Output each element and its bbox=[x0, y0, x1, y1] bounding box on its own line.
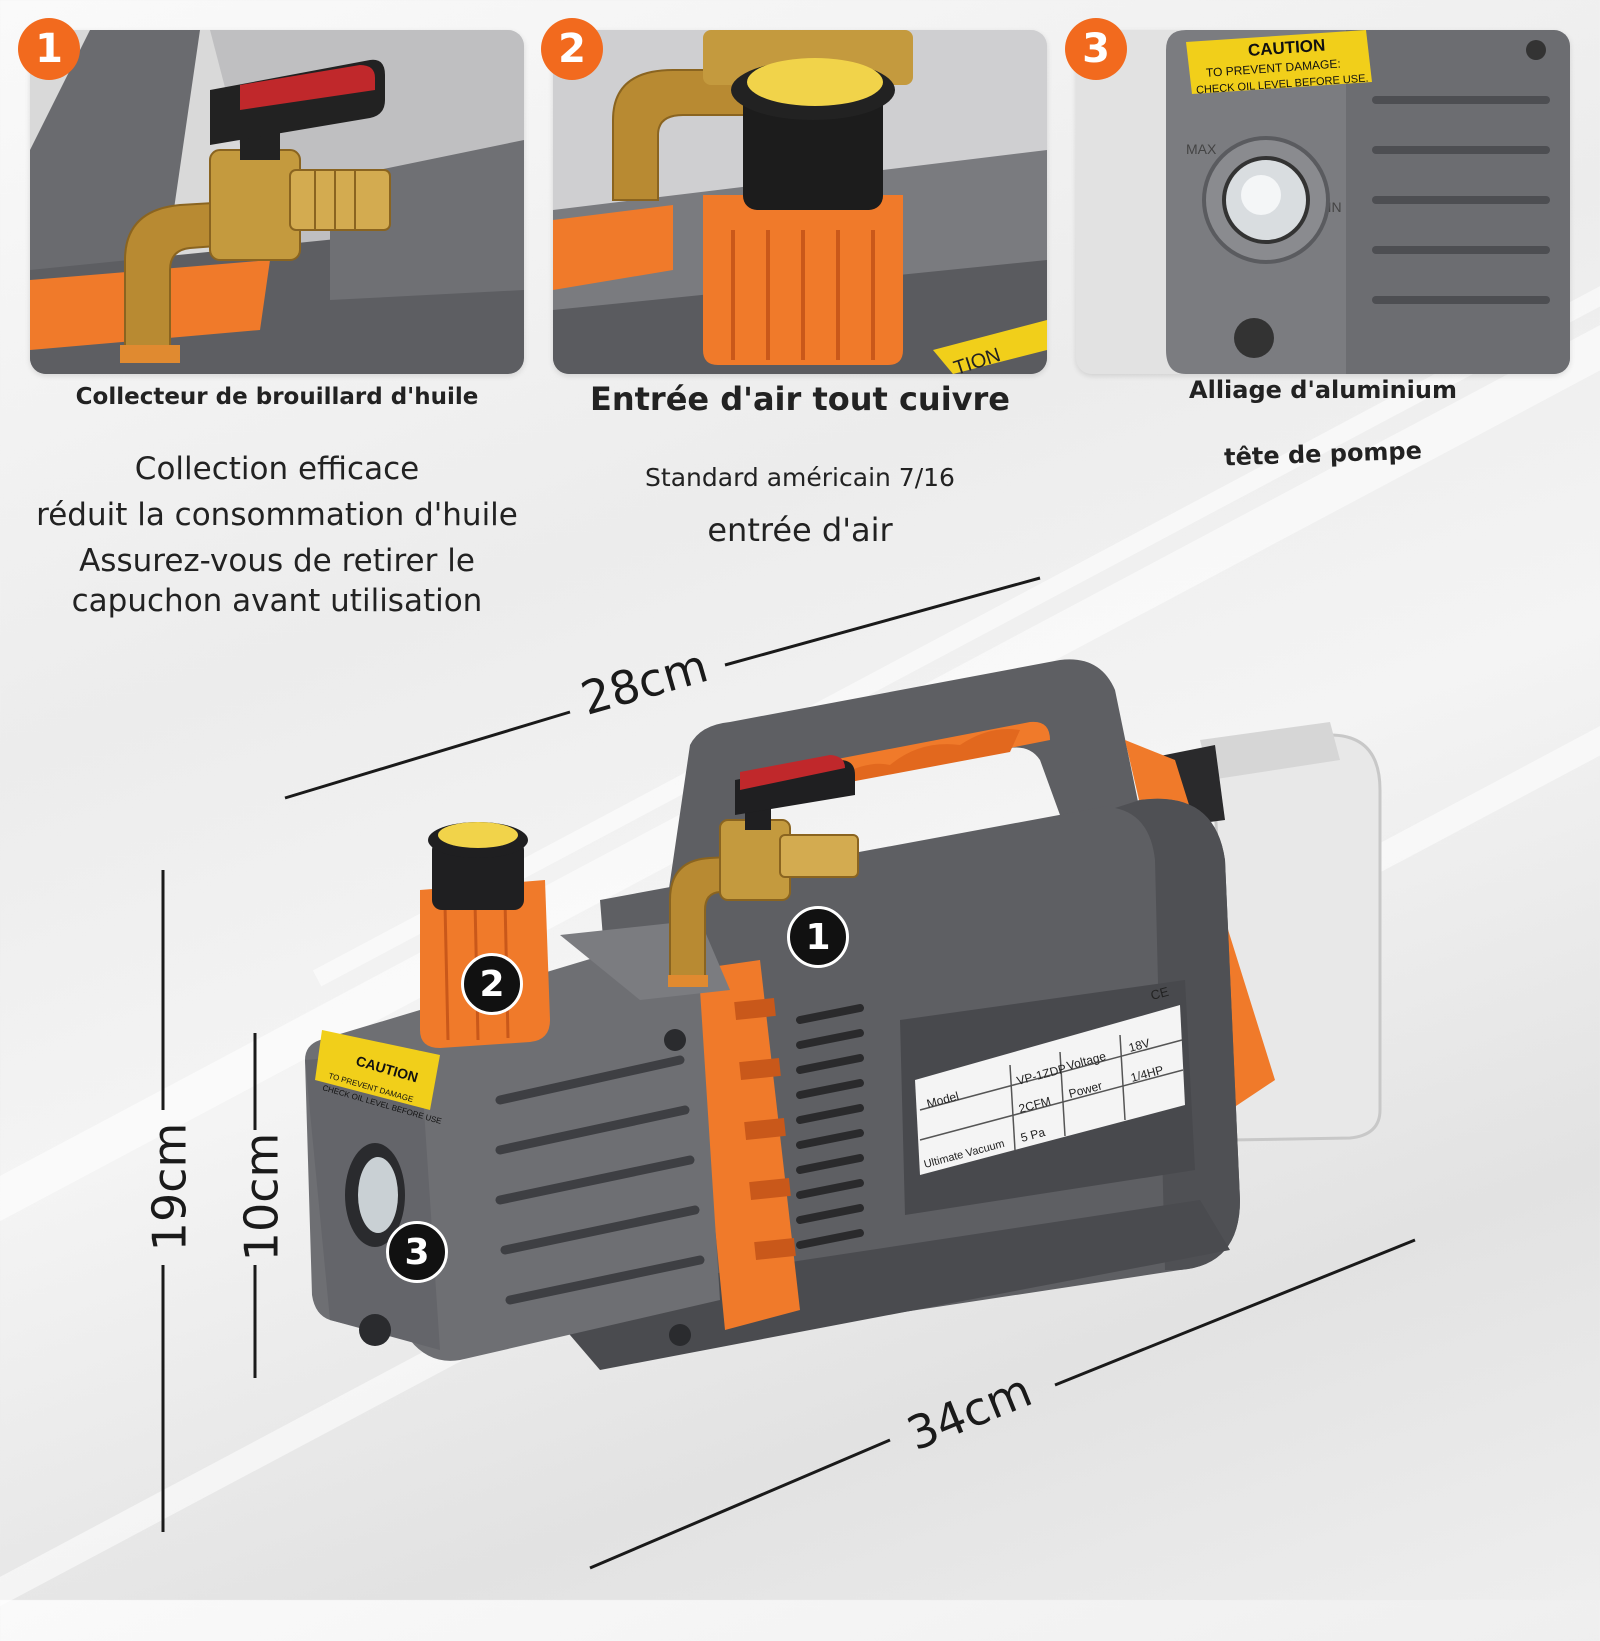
feature-title: Entrée d'air tout cuivre bbox=[589, 380, 1010, 418]
feature-panel-aluminum-head: CAUTION TO PREVENT DAMAGE: CHECK OIL LEV… bbox=[1076, 30, 1570, 374]
callout-marker: 3 bbox=[386, 1221, 448, 1283]
feature-title: Collecteur de brouillard d'huile bbox=[75, 384, 479, 410]
feature-description: Standard américain 7/16 entrée d'air bbox=[553, 452, 1047, 556]
oil-level-max-label: MAX bbox=[1186, 141, 1217, 157]
cooling-vents bbox=[796, 1004, 864, 1249]
air-inlet-photo: TION bbox=[553, 30, 1047, 374]
feature-number-badge: 1 bbox=[18, 18, 80, 80]
feature-number-badge: 2 bbox=[541, 18, 603, 80]
spec-voltage-value: 18V bbox=[1127, 1036, 1151, 1055]
pump-head-photo: CAUTION TO PREVENT DAMAGE: CHECK OIL LEV… bbox=[1076, 30, 1570, 374]
oil-mist-valve-photo bbox=[30, 30, 524, 374]
spec-vacuum-value: 5 Pa bbox=[1019, 1125, 1047, 1145]
feature-description-line: réduit la consommation d'huile bbox=[36, 497, 518, 533]
callout-marker: 1 bbox=[787, 906, 849, 968]
feature-description-line: Assurez-vous de retirer le bbox=[79, 543, 475, 579]
feature-description-line: Standard américain 7/16 bbox=[645, 463, 955, 492]
callout-marker: 2 bbox=[461, 953, 523, 1015]
feature-panel-copper-air-inlet: TION bbox=[553, 30, 1047, 374]
feature-title: Alliage d'aluminium bbox=[1189, 376, 1457, 404]
vacuum-pump-product: Model VP-1ZDP Voltage 18V 2CFM Power 1/4… bbox=[305, 659, 1382, 1370]
feature-number-badge: 3 bbox=[1065, 18, 1127, 80]
feature-description-line: Collection efficace bbox=[134, 451, 420, 487]
ce-mark: CE bbox=[1149, 984, 1171, 1003]
spec-plate bbox=[915, 1005, 1185, 1175]
dimension-lines bbox=[161, 576, 1416, 1570]
feature-description-line: capuchon avant utilisation bbox=[71, 583, 483, 619]
feature-description: Collection efficace réduit la consommati… bbox=[20, 446, 534, 624]
feature-description-line: entrée d'air bbox=[707, 511, 893, 549]
feature-panel-oil-mist-collector bbox=[30, 30, 524, 374]
pump-head-fins bbox=[495, 1055, 705, 1305]
